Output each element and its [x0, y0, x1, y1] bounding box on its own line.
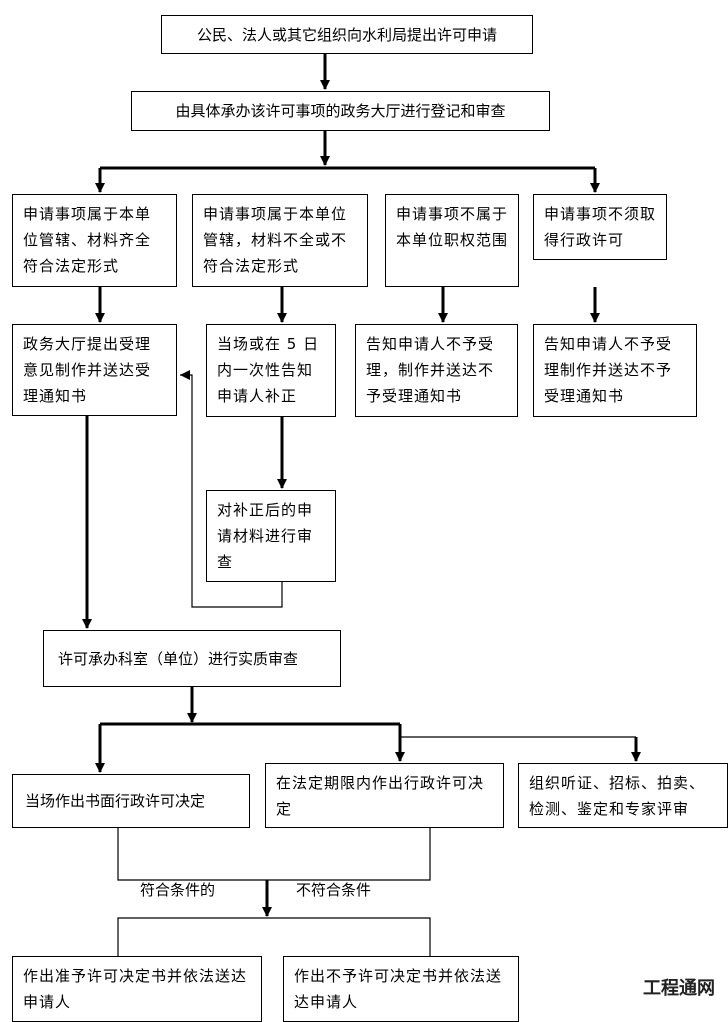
label-qualified: 符合条件的: [140, 881, 216, 899]
step-grant: 作出准予许可决定书并依法送达申请人: [12, 956, 262, 1022]
case-no-permit-needed: 申请事项不须取得行政许可: [533, 194, 667, 260]
step-accept: 政务大厅提出受理意见制作并送达受理通知书: [12, 324, 177, 416]
label-unqualified: 不符合条件: [296, 881, 372, 899]
step-apply: 公民、法人或其它组织向水利局提出许可申请: [161, 15, 533, 54]
watermark: 工程通网: [643, 978, 715, 999]
step-deny: 作出不予许可决定书并依法送达申请人: [283, 956, 519, 1022]
step-onsite-decision: 当场作出书面行政许可决定: [12, 774, 250, 828]
case-incomplete: 申请事项属于本单位管辖，材料不全或不符合法定形式: [192, 194, 368, 287]
step-register: 由具体承办该许可事项的政务大厅进行登记和审查: [131, 91, 550, 131]
step-notify-reject: 告知申请人不予受理，制作并送达不予受理通知书: [355, 324, 518, 417]
case-qualified: 申请事项属于本单位管辖、材料齐全符合法定形式: [12, 194, 177, 287]
step-supplement: 当场或在 5 日内一次性告知申请人补正: [206, 324, 336, 417]
step-hearing: 组织听证、招标、拍卖、检测、鉴定和专家评审: [518, 763, 728, 828]
step-substantive: 许可承办科室（单位）进行实质审查: [43, 630, 341, 687]
case-out-of-scope: 申请事项不属于本单位职权范围: [385, 194, 519, 287]
step-notify-reject-2: 告知申请人不予受理制作并送达不予受理通知书: [533, 324, 697, 417]
step-review-supplement: 对补正后的申请材料进行审查: [206, 490, 336, 582]
step-statutory-decision: 在法定期限内作出行政许可决定: [265, 763, 504, 828]
